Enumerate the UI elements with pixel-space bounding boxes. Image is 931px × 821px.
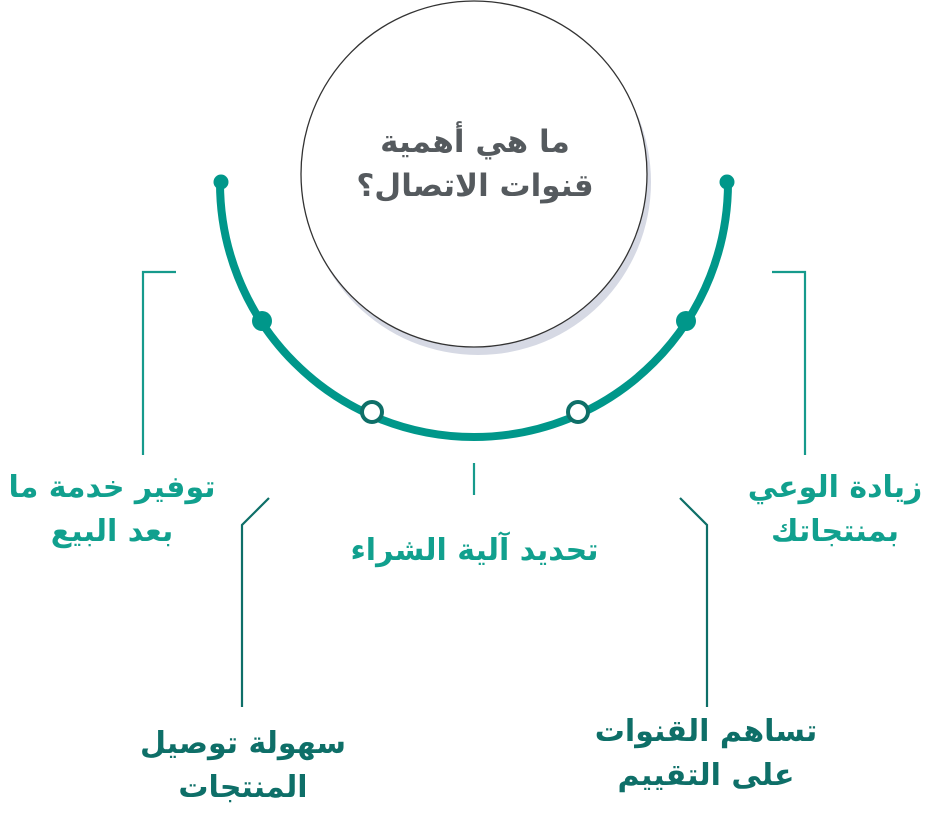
- label-delivery-line2: المنتجات: [178, 770, 308, 805]
- center-title-line2: قنوات الاتصال؟: [356, 168, 594, 204]
- center-circle: [300, 0, 648, 348]
- label-purchase-mechanism: تحديد آلية الشراء: [322, 529, 627, 573]
- center-title-line1: ما هي أهمية: [380, 124, 570, 160]
- label-after-sales-line1: توفير خدمة ما: [8, 470, 216, 505]
- arc-marker-right: [676, 311, 696, 331]
- label-awareness-line1: زيادة الوعي: [747, 470, 923, 505]
- arc-ring-left: [360, 400, 384, 424]
- arc-marker-left: [252, 311, 272, 331]
- leader-line-top-right: [772, 270, 807, 455]
- label-delivery: سهولة توصيل المنتجات: [118, 722, 368, 810]
- label-awareness: زيادة الوعي بمنتجاتك: [740, 466, 930, 554]
- label-evaluation-line2: على التقييم: [617, 758, 795, 793]
- arc-end-dot-right: [719, 174, 735, 190]
- center-title: ما هي أهمية قنوات الاتصال؟: [300, 120, 650, 208]
- main-arc: [216, 179, 732, 441]
- arc-ring-right: [566, 400, 590, 424]
- label-awareness-line2: بمنتجاتك: [771, 514, 899, 549]
- leader-line-bottom-left: [240, 497, 270, 707]
- leader-line-top-left: [141, 270, 176, 455]
- label-evaluation: تساهم القنوات على التقييم: [575, 710, 837, 798]
- label-purchase-mechanism-line1: تحديد آلية الشراء: [350, 533, 599, 568]
- label-evaluation-line1: تساهم القنوات: [594, 714, 818, 749]
- label-after-sales: توفير خدمة ما بعد البيع: [0, 466, 224, 554]
- leader-line-bottom-right: [679, 497, 709, 707]
- arc-end-dot-left: [213, 174, 229, 190]
- label-after-sales-line2: بعد البيع: [50, 514, 174, 549]
- label-delivery-line1: سهولة توصيل: [139, 726, 347, 761]
